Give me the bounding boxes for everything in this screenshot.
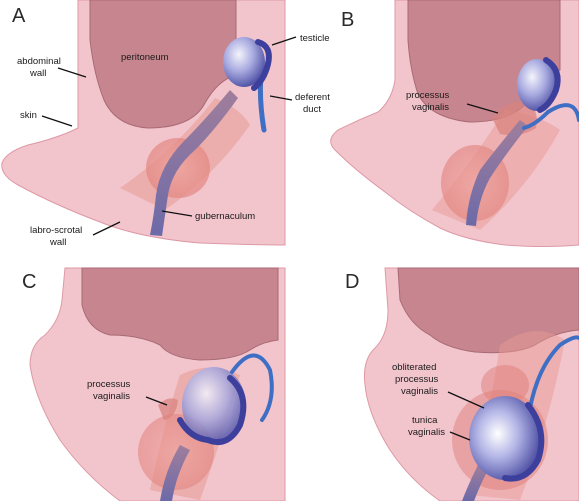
- panel-letter-c: C: [22, 271, 36, 293]
- panel-d: D obliterated processus vaginalis tunica…: [345, 268, 579, 501]
- label-deferent-1: deferent: [295, 92, 330, 103]
- label-skin: skin: [20, 110, 37, 121]
- panel-letter-a: A: [12, 5, 26, 27]
- panel-letter-b: B: [341, 9, 354, 31]
- label-obliterated-3: vaginalis: [401, 386, 438, 397]
- label-gubernaculum: gubernaculum: [195, 211, 255, 222]
- label-labro-scrotal-1: labro-scrotal: [30, 225, 82, 236]
- label-processus-c-1: processus: [87, 379, 131, 390]
- arrow-skin: [42, 116, 72, 126]
- panel-letter-d: D: [345, 271, 359, 293]
- label-processus-b-2: vaginalis: [412, 102, 449, 113]
- label-tunica-1: tunica: [412, 415, 438, 426]
- label-labro-scrotal-2: wall: [49, 237, 66, 248]
- label-peritoneum: peritoneum: [121, 52, 169, 63]
- label-abdominal-wall-2: wall: [29, 68, 46, 79]
- label-obliterated-2: processus: [395, 374, 439, 385]
- panel-b: B processus vaginalis: [331, 0, 579, 247]
- label-processus-b-1: processus: [406, 90, 450, 101]
- label-deferent-2: duct: [303, 104, 321, 115]
- label-tunica-2: vaginalis: [408, 427, 445, 438]
- panel-c: C processus vaginalis: [22, 268, 285, 501]
- label-abdominal-wall-1: abdominal: [17, 56, 61, 67]
- label-obliterated-1: obliterated: [392, 362, 436, 373]
- panel-a: A peritoneum testicle abdominal wall ski…: [2, 0, 330, 248]
- label-testicle: testicle: [300, 33, 330, 44]
- label-processus-c-2: vaginalis: [93, 391, 130, 402]
